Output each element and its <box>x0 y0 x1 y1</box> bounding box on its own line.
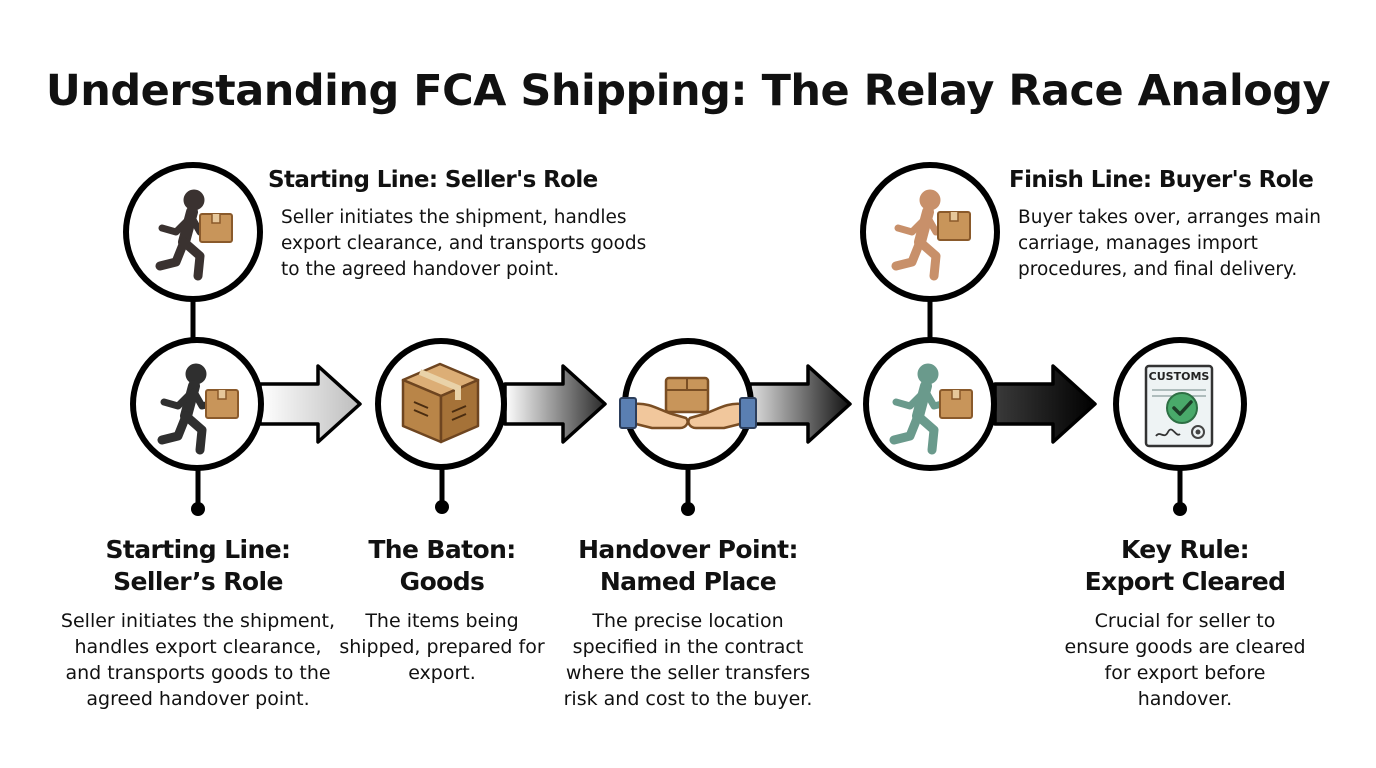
top-callout-heading-buyer: Finish Line: Buyer's Role <box>1009 167 1314 193</box>
stage-description-baton: The items being shipped, prepared for ex… <box>339 610 545 684</box>
hands-passing-box-icon <box>619 338 757 470</box>
stage-heading-starting-line: Starting Line: Seller’s Role <box>105 535 292 596</box>
stage-heading-handover-point: Handover Point: Named Place <box>578 535 798 596</box>
runner-carrying-box-icon <box>863 337 997 471</box>
stage-description-starting-line: Seller initiates the shipment, handles e… <box>60 610 336 710</box>
stage-pin <box>681 468 695 516</box>
top-callout-description-buyer: Buyer takes over, arranges main carriage… <box>1018 207 1321 280</box>
runner-carrying-box-icon <box>130 337 264 471</box>
flow-arrow <box>258 364 362 444</box>
page-title: Understanding FCA Shipping: The Relay Ra… <box>45 66 1331 116</box>
stage-description-key-rule: Crucial for seller to ensure goods are c… <box>1064 610 1306 710</box>
flow-arrow <box>748 364 852 444</box>
runner-carrying-box-icon <box>860 162 1000 302</box>
flow-arrow <box>993 364 1097 444</box>
runner-carrying-box-icon <box>123 162 263 302</box>
top-callout-heading-seller: Starting Line: Seller's Role <box>268 167 598 193</box>
stage-heading-baton: The Baton: Goods <box>368 535 516 596</box>
customs-document-icon: CUSTOMS <box>1113 337 1247 471</box>
cardboard-box-icon <box>375 338 507 470</box>
stage-pin <box>1173 470 1187 516</box>
top-callout-description-seller: Seller initiates the shipment, handles e… <box>281 207 647 280</box>
stage-heading-key-rule: Key Rule: Export Cleared <box>1084 535 1286 596</box>
stage-pin <box>435 468 449 514</box>
flow-arrow <box>503 364 607 444</box>
customs-stamp-label: CUSTOMS <box>1149 370 1210 383</box>
stage-description-handover-point: The precise location specified in the co… <box>563 610 813 710</box>
stage-pin <box>191 468 205 516</box>
